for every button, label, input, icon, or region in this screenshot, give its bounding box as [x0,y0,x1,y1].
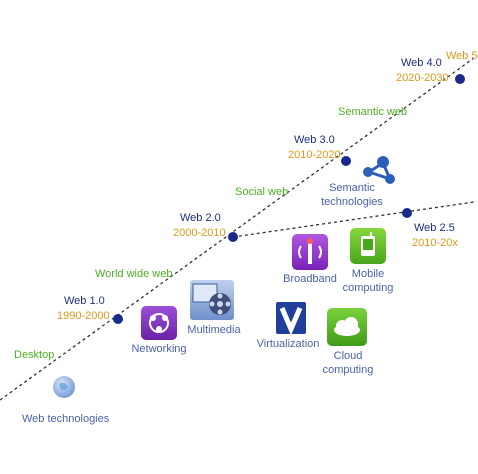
web1-years: 1990-2000 [57,310,110,322]
web-technologies-label: Web technologies [22,413,110,425]
web3-years: 2010-2020 [288,149,341,161]
globe-icon [53,376,75,398]
mobile-icon [350,228,386,264]
network-icon [141,306,177,340]
web1-dot [113,314,123,324]
broadband-label: Broadband [283,273,337,285]
web3-label: Web 3.0 [294,134,335,146]
web2-dot [228,232,238,242]
film-reel-icon [190,280,234,320]
web25-label: Web 2.5 [414,222,455,234]
nodes-icon [358,150,400,188]
phase-semantic-web: Semantic web [338,106,408,118]
phase-social-web: Social web [235,186,289,198]
phase-world-wide-web: World wide web [95,268,173,280]
web25-dot [402,208,412,218]
web1-label: Web 1.0 [64,295,105,307]
semantic-technologies-label: Semantic technologies [321,182,383,208]
cloud-icon [327,308,367,346]
virtualization-label: Virtualization [256,338,320,350]
multimedia-label: Multimedia [187,324,241,336]
web25-years: 2010-20x [412,237,458,249]
networking-label: Networking [131,343,187,355]
antenna-icon [292,234,328,270]
web4-dot [455,74,465,84]
branch-timeline-line [232,201,475,238]
web4-years: 2020-2030 [396,72,449,84]
phase-desktop: Desktop [14,349,55,361]
web5-cut-label: Web 5 [446,50,478,62]
main-timeline-line [0,57,475,401]
web2-label: Web 2.0 [180,212,221,224]
web3-dot [341,156,351,166]
cloud-computing-label: Cloud computing [322,350,374,376]
mobile-computing-label: Mobile computing [342,268,394,294]
web2-years: 2000-2010 [173,227,226,239]
v-letter-icon [276,302,306,336]
web4-label: Web 4.0 [401,57,442,69]
